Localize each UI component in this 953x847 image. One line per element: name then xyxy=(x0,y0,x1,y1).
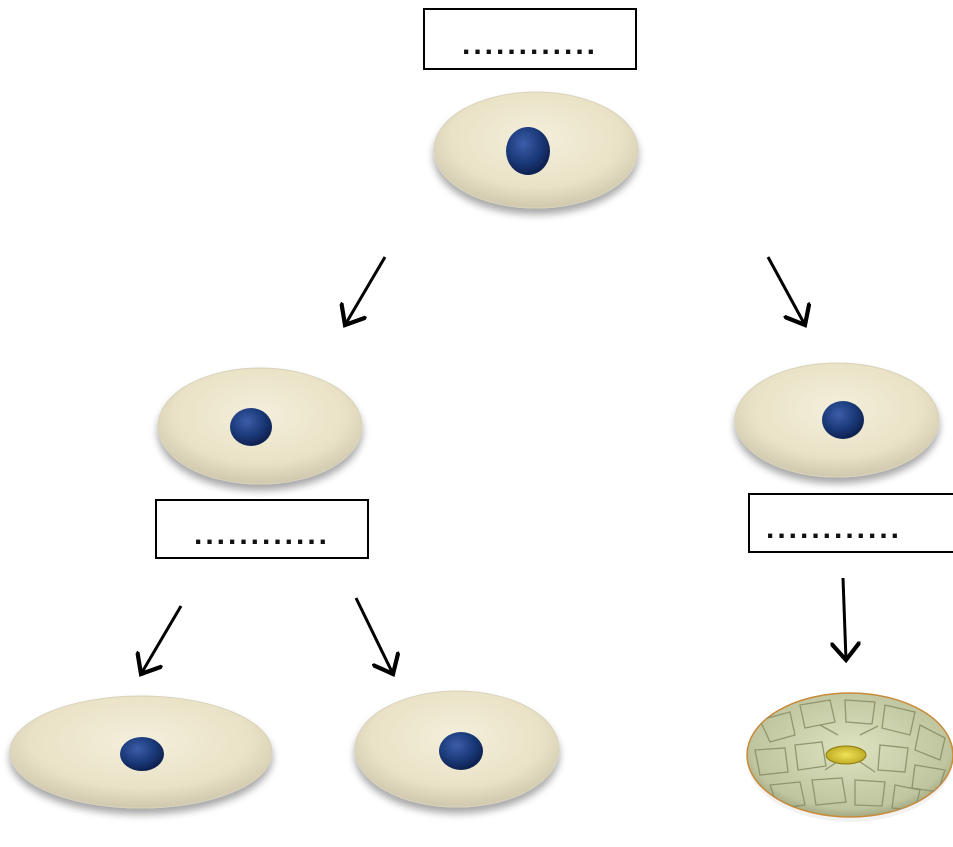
specialized-center xyxy=(825,745,867,765)
label-top-text: ............ xyxy=(462,28,598,61)
label-middle-right-text: ............ xyxy=(766,512,902,545)
parent-nucleus xyxy=(506,127,550,175)
granddaughter-cell-2 xyxy=(354,690,560,808)
right-daughter-cell xyxy=(734,362,940,478)
label-box-middle-right: ............ xyxy=(748,493,953,553)
granddaughter-2-nucleus xyxy=(439,732,483,770)
granddaughter-1-nucleus xyxy=(120,737,164,771)
arrow-parent-to-left xyxy=(345,256,387,325)
arrow-right-to-specialized xyxy=(843,577,846,660)
left-daughter-cell xyxy=(157,367,363,485)
granddaughter-cell-1 xyxy=(9,695,273,809)
arrow-parent-to-right xyxy=(766,256,805,325)
specialized-cell xyxy=(746,692,953,822)
label-middle-left-text: ............ xyxy=(194,518,330,551)
label-box-top: ............ xyxy=(423,8,637,70)
left-daughter-nucleus xyxy=(230,408,272,446)
label-box-middle-left: ............ xyxy=(155,499,369,559)
right-daughter-nucleus xyxy=(822,401,864,439)
arrow-left-to-granddaughter-2 xyxy=(354,597,393,674)
arrow-left-to-granddaughter-1 xyxy=(141,605,183,674)
parent-cell xyxy=(433,91,639,209)
